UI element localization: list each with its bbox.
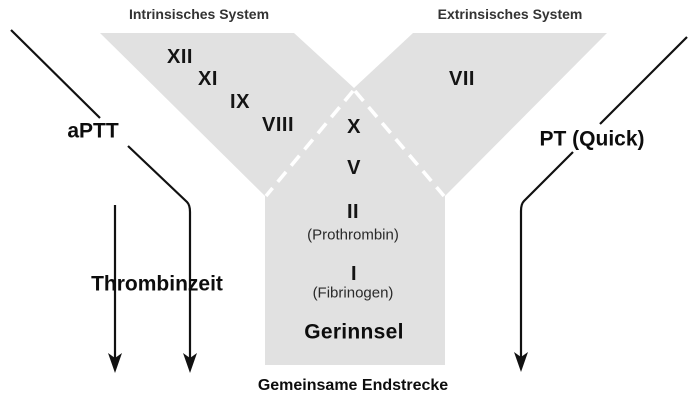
factor-xii: XII bbox=[167, 46, 193, 68]
factor-ii: II bbox=[346, 201, 360, 223]
factor-ix: IX bbox=[230, 91, 250, 113]
factor-v: V bbox=[347, 157, 361, 179]
fibrinogen-label: (Fibrinogen) bbox=[312, 284, 394, 302]
arrowhead-left bbox=[108, 353, 122, 373]
pt-lower-line bbox=[519, 151, 574, 357]
thrombinzeit-label: Thrombinzeit bbox=[91, 272, 223, 296]
arrowhead-middle bbox=[183, 353, 197, 373]
intrinsic-system-title: Intrinsisches System bbox=[128, 6, 270, 22]
factor-viii: VIII bbox=[261, 114, 295, 136]
factor-vii: VII bbox=[449, 68, 475, 90]
aptt-upper-line bbox=[10, 29, 101, 119]
gerinnsel-label: Gerinnsel bbox=[304, 320, 404, 344]
common-pathway-footer: Gemeinsame Endstrecke bbox=[257, 377, 449, 394]
pt-quick-label: PT (Quick) bbox=[539, 127, 645, 151]
arrowhead-right bbox=[514, 352, 528, 372]
extrinsic-system-title: Extrinsisches System bbox=[437, 6, 583, 22]
factor-xi: XI bbox=[198, 68, 218, 90]
prothrombin-label: (Prothrombin) bbox=[307, 226, 399, 244]
y-band-shape bbox=[100, 33, 607, 365]
aptt-label: aPTT bbox=[67, 119, 119, 143]
dashed-divider-left bbox=[264, 89, 355, 198]
pt-upper-line bbox=[599, 36, 688, 125]
factor-x: X bbox=[347, 116, 361, 138]
factor-i: I bbox=[350, 263, 358, 285]
dashed-divider-right bbox=[353, 89, 446, 198]
aptt-lower-line bbox=[127, 145, 192, 358]
